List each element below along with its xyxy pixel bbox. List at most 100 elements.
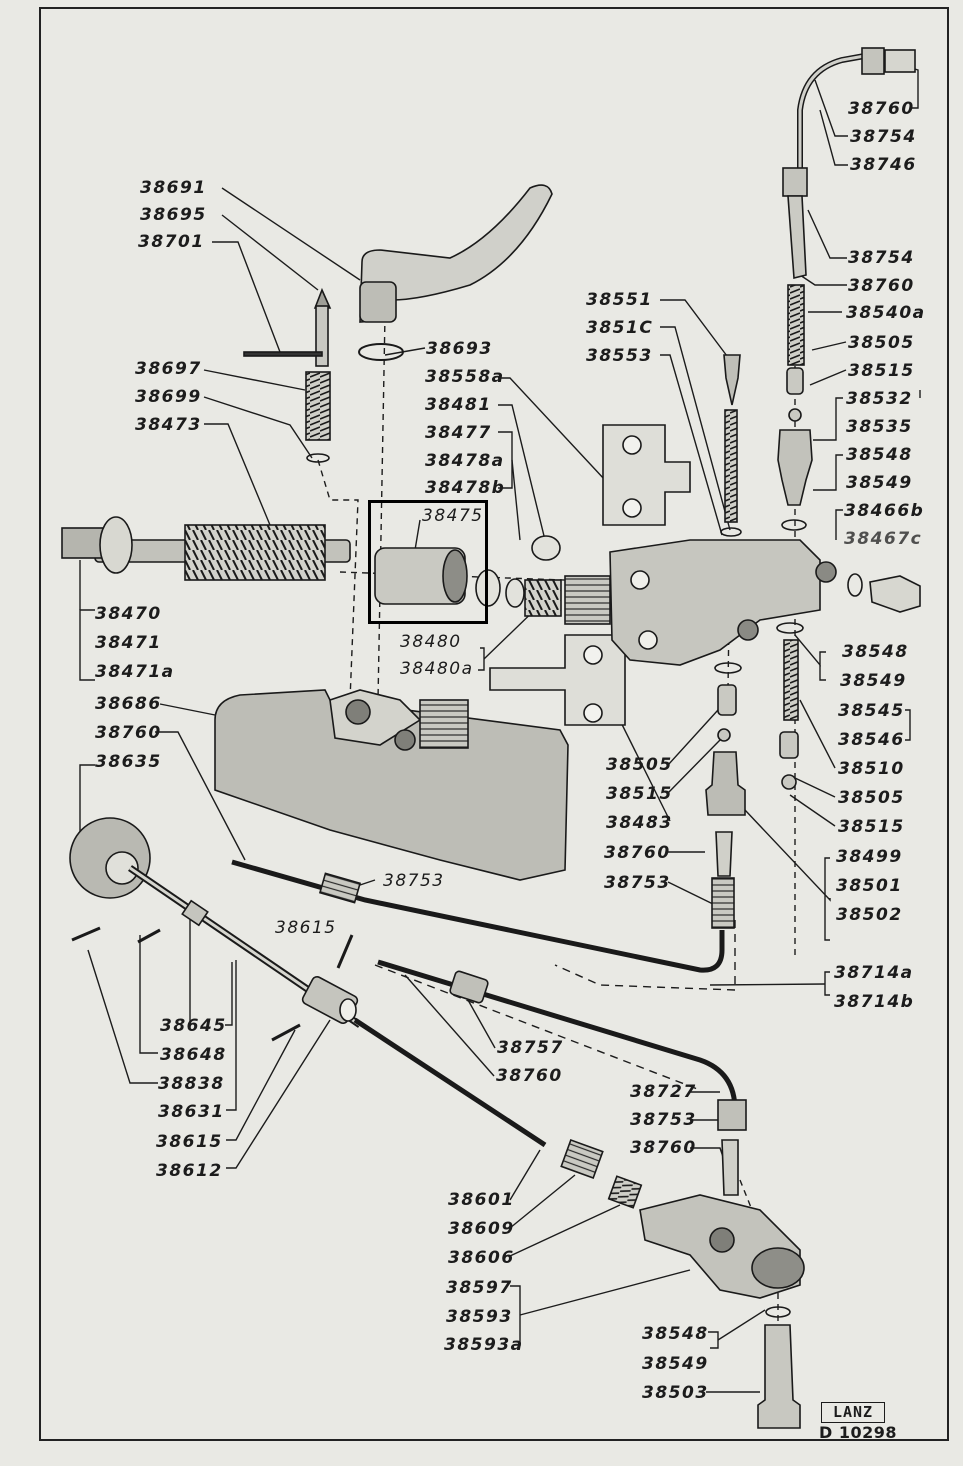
spring-38606 xyxy=(607,1175,643,1209)
split-pin-3 xyxy=(271,1023,301,1042)
part-label-38558a: 38558a xyxy=(425,367,505,387)
part-label-38499: 38499 xyxy=(836,847,903,867)
part-label-38466b: 38466b xyxy=(844,501,925,521)
part-label-38478a: 38478a xyxy=(425,451,505,471)
seal-ring-right xyxy=(847,573,863,597)
nipple-38760-b xyxy=(721,1139,739,1196)
ball-right xyxy=(788,408,802,422)
part-label-38615-upper: 38615 xyxy=(275,918,337,938)
screw-cap-right xyxy=(777,429,813,506)
thread-38478 xyxy=(564,575,611,625)
plug-bolt xyxy=(869,575,921,613)
ring-38480 xyxy=(475,569,501,607)
block-port-3 xyxy=(737,619,759,641)
drawing-number: D 10298 xyxy=(819,1423,898,1442)
part-label-38609: 38609 xyxy=(448,1219,515,1239)
rod-sleeve xyxy=(181,899,209,927)
pipe-nut-38753 xyxy=(318,872,362,904)
ball-mid xyxy=(717,728,731,742)
highlight-box-38475 xyxy=(368,500,488,624)
part-label-38635: 38635 xyxy=(95,752,162,772)
part-label-38631: 38631 xyxy=(158,1102,225,1122)
part-label-38553: 38553 xyxy=(586,346,653,366)
part-label-38551: 38551 xyxy=(586,290,653,310)
pipe-38753 xyxy=(231,859,725,973)
part-label-38760-left: 38760 xyxy=(95,723,162,743)
part-label-38612: 38612 xyxy=(156,1161,223,1181)
washer-small xyxy=(306,453,330,463)
part-label-38545: 38545 xyxy=(838,701,905,721)
o-ring-38693 xyxy=(358,343,404,361)
part-label-38701: 38701 xyxy=(138,232,205,252)
part-label-38503: 38503 xyxy=(642,1383,709,1403)
part-label-38754-mid: 38754 xyxy=(848,248,915,268)
part-label-38753-pipe: 38753 xyxy=(383,871,445,891)
washer-38481 xyxy=(531,535,561,561)
part-label-38593: 38593 xyxy=(446,1307,513,1327)
part-label-38838: 38838 xyxy=(158,1074,225,1094)
page-border xyxy=(39,7,949,1441)
part-label-38515-mid: 38515 xyxy=(606,784,673,804)
pipe-top-inner xyxy=(798,53,871,175)
part-label-38535: 38535 xyxy=(846,417,913,437)
valve-spring-top xyxy=(724,409,738,523)
part-label-38760-bottom: 38760 xyxy=(630,1138,697,1158)
pin-shaft xyxy=(315,305,329,367)
plate-38558a xyxy=(602,424,691,526)
part-label-38471a: 38471a xyxy=(95,662,175,682)
washer-38548 xyxy=(765,1306,791,1318)
banjo-bolt-top xyxy=(723,354,741,406)
union-fitting-mid xyxy=(705,751,746,816)
part-label-38601: 38601 xyxy=(448,1190,515,1210)
part-label-38606: 38606 xyxy=(448,1248,515,1268)
part-label-38760-mid: 38760 xyxy=(848,276,915,296)
valve-seat-lower xyxy=(779,731,799,759)
fitting-38609 xyxy=(560,1139,604,1179)
valve-seat-right xyxy=(786,367,804,395)
part-label-38615-lower: 38615 xyxy=(156,1132,223,1152)
spring-38477 xyxy=(524,579,562,617)
part-label-38760-lower: 38760 xyxy=(496,1066,563,1086)
part-label-38746: 38746 xyxy=(850,155,917,175)
part-label-38540a: 38540a xyxy=(846,303,926,323)
union-nut-top xyxy=(861,47,885,75)
plate-hole-b1 xyxy=(583,645,603,665)
part-label-38483: 38483 xyxy=(606,813,673,833)
part-label-38760-center: 38760 xyxy=(604,843,671,863)
part-label-38695: 38695 xyxy=(140,205,207,225)
plate-hole-a2 xyxy=(622,498,642,518)
part-label-38481: 38481 xyxy=(425,395,492,415)
part-label-38480a: 38480a xyxy=(400,659,474,679)
part-label-38478b: 38478b xyxy=(425,478,506,498)
pipe-nut-38757 xyxy=(449,970,489,1004)
part-label-38549-mid: 38549 xyxy=(840,671,907,691)
rod-38601 xyxy=(353,1017,547,1148)
part-label-38505-mid: 38505 xyxy=(606,755,673,775)
split-pin-1 xyxy=(71,926,101,942)
part-label-38502: 38502 xyxy=(836,905,903,925)
part-label-38477: 38477 xyxy=(425,423,492,443)
part-label-38693: 38693 xyxy=(426,339,493,359)
part-label-38754-top: 38754 xyxy=(850,127,917,147)
part-label-38549-top: 38549 xyxy=(846,473,913,493)
split-pin-2 xyxy=(137,928,161,944)
part-label-38597: 38597 xyxy=(446,1278,513,1298)
washer-right-2 xyxy=(776,622,804,634)
part-label-38548-bottom: 38548 xyxy=(642,1324,709,1344)
elbow-port xyxy=(709,1227,735,1253)
part-label-38473: 38473 xyxy=(135,415,202,435)
block-port-4 xyxy=(815,561,837,583)
lanz-logo: LANZ xyxy=(821,1402,885,1423)
part-label-38501: 38501 xyxy=(836,876,903,896)
elbow-outlet xyxy=(751,1247,805,1289)
part-label-38593a: 38593a xyxy=(444,1335,524,1355)
plunger-collar xyxy=(99,516,133,574)
nut-38753 xyxy=(711,877,735,929)
washer-top xyxy=(720,527,742,537)
nipple-38760 xyxy=(715,831,733,877)
split-pin-4 xyxy=(336,934,354,969)
banjo-bolt-38503 xyxy=(757,1324,801,1429)
part-label-38757: 38757 xyxy=(497,1038,564,1058)
pump-body-thread xyxy=(419,699,469,749)
large-spring xyxy=(184,524,326,581)
